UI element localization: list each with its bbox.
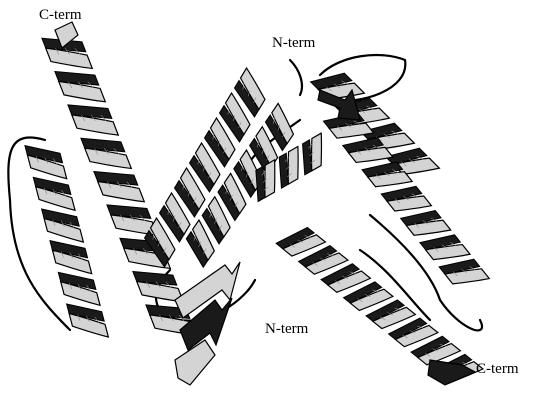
- label-nterm-top: N-term: [272, 35, 316, 51]
- helix-g-center-right-front-turn: [265, 160, 275, 198]
- label-cterm-top-left: C-term: [39, 7, 82, 23]
- loop-nterm-top: [290, 60, 302, 95]
- helix-g-center-right-back-turn: [256, 167, 265, 202]
- helix-g-center-right-back-turn: [279, 153, 288, 188]
- label-cterm-bottom-right: C-term: [476, 361, 519, 377]
- label-nterm-bottom: N-term: [265, 321, 309, 337]
- helix-g-center-right-front-turn: [312, 133, 322, 171]
- helix-g-center-right-back-turn: [303, 140, 312, 175]
- beta-strand-3: [175, 340, 215, 385]
- helix-g-center-right-front-turn: [288, 147, 298, 185]
- helix-group: [25, 38, 489, 383]
